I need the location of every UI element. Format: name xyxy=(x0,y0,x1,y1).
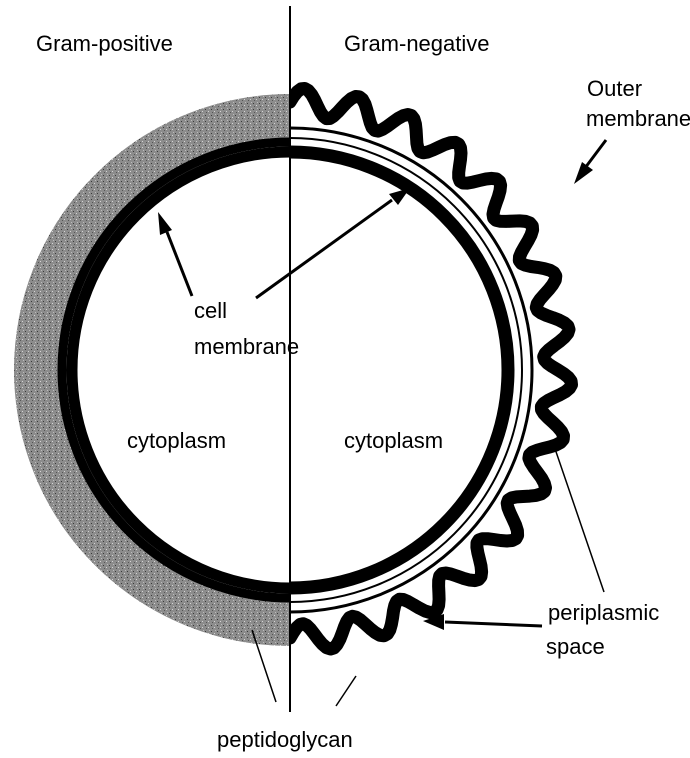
label-cell-membrane-2: membrane xyxy=(194,334,299,360)
title-gram-negative: Gram-negative xyxy=(344,31,490,57)
label-outer-membrane-1: Outer xyxy=(587,76,642,102)
title-gram-positive: Gram-positive xyxy=(36,31,173,57)
label-cell-membrane-1: cell xyxy=(194,298,227,324)
label-peptidoglycan: peptidoglycan xyxy=(217,727,353,753)
arrow-cell-membrane-left xyxy=(158,212,192,296)
pointer-line-peptidoglycan-right xyxy=(336,676,356,706)
arrow-periplasmic-space xyxy=(423,614,542,630)
label-cytoplasm-right: cytoplasm xyxy=(344,428,443,454)
label-periplasmic-1: periplasmic xyxy=(548,600,659,626)
arrow-outer-membrane xyxy=(574,140,606,184)
label-outer-membrane-2: membrane xyxy=(586,106,690,132)
pointer-line-periplasmic-top xyxy=(552,440,604,592)
label-cytoplasm-left: cytoplasm xyxy=(127,428,226,454)
label-periplasmic-2: space xyxy=(546,634,605,660)
arrow-cell-membrane-right xyxy=(256,188,410,298)
